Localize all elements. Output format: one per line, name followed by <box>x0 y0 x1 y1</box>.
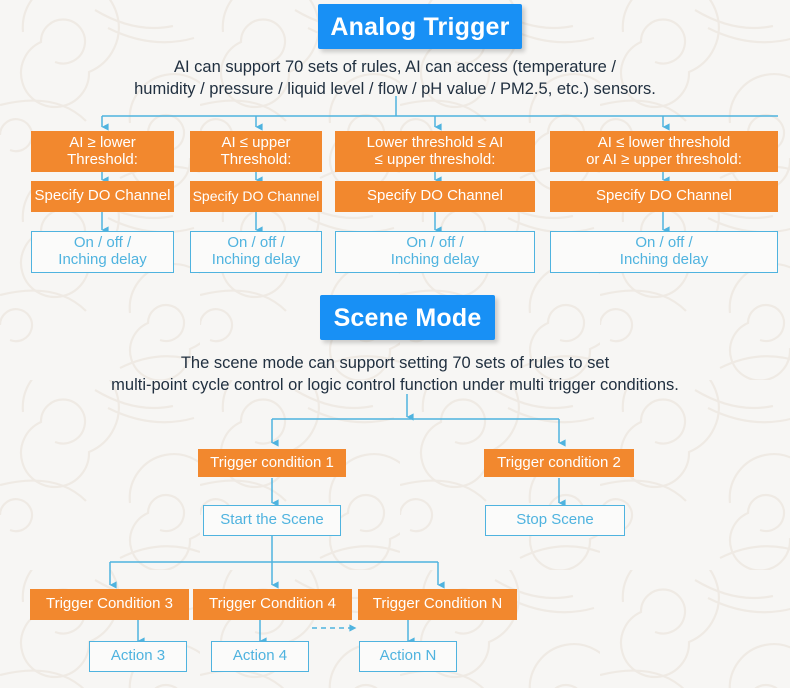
action-box-2[interactable]: On / off / Inching delay <box>190 231 322 273</box>
action-box-1[interactable]: On / off / Inching delay <box>31 231 174 273</box>
trigger-condition-n[interactable]: Trigger Condition N <box>358 589 517 620</box>
analog-trigger-caption: AI can support 70 sets of rules, AI can … <box>134 58 656 99</box>
specify-do-channel-3[interactable]: Specify DO Channel <box>335 181 535 212</box>
trigger-condition-3[interactable]: Trigger Condition 3 <box>30 589 189 620</box>
scene-mode-caption: The scene mode can support setting 70 se… <box>111 354 679 395</box>
specify-do-channel-4[interactable]: Specify DO Channel <box>550 181 778 212</box>
section-header-scene-mode: Scene Mode <box>320 295 495 340</box>
start-the-scene[interactable]: Start the Scene <box>203 505 341 536</box>
specify-do-channel-2[interactable]: Specify DO Channel <box>190 181 322 212</box>
trigger-condition-1[interactable]: Trigger condition 1 <box>198 449 346 477</box>
condition-box-1[interactable]: AI ≥ lower Threshold: <box>31 131 174 172</box>
action-4[interactable]: Action 4 <box>211 641 309 672</box>
condition-box-4[interactable]: AI ≤ lower threshold or AI ≥ upper thres… <box>550 131 778 172</box>
condition-box-2[interactable]: AI ≤ upper Threshold: <box>190 131 322 172</box>
action-box-4[interactable]: On / off / Inching delay <box>550 231 778 273</box>
action-box-3[interactable]: On / off / Inching delay <box>335 231 535 273</box>
action-3[interactable]: Action 3 <box>89 641 187 672</box>
trigger-condition-4[interactable]: Trigger Condition 4 <box>193 589 352 620</box>
action-n[interactable]: Action N <box>359 641 457 672</box>
specify-do-channel-1[interactable]: Specify DO Channel <box>31 181 174 212</box>
section-header-analog-trigger: Analog Trigger <box>318 4 522 49</box>
condition-box-3[interactable]: Lower threshold ≤ AI ≤ upper threshold: <box>335 131 535 172</box>
trigger-condition-2[interactable]: Trigger condition 2 <box>484 449 634 477</box>
stop-scene[interactable]: Stop Scene <box>485 505 625 536</box>
